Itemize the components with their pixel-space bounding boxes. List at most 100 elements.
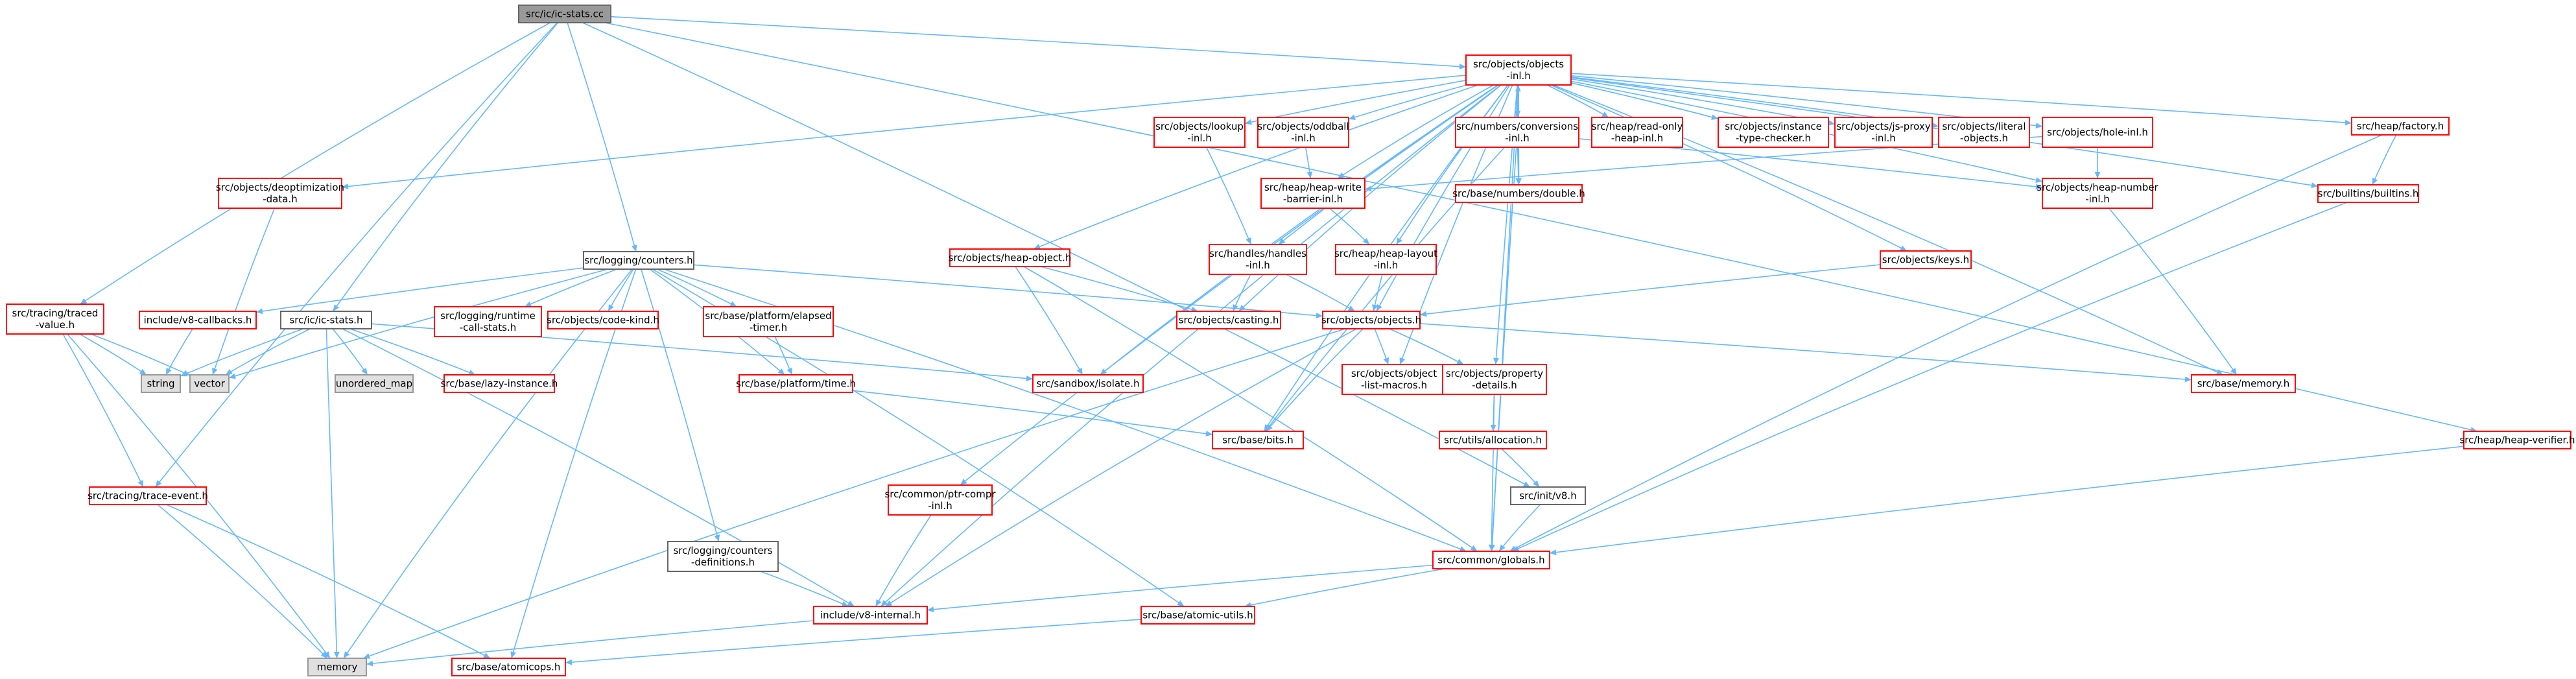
edge-deoptimization-data-to-vector <box>212 208 276 375</box>
node-label: src/common/ptr-compr <box>884 488 996 500</box>
node-box <box>813 606 928 625</box>
edge-logging-counters-to-objects-objects-h <box>693 264 1323 318</box>
node-common-ptr-compr-inl[interactable]: src/common/ptr-compr-inl.h <box>884 484 996 516</box>
edge-layer <box>62 16 2477 667</box>
edge-oddball-inl-to-heap-write-barrier-inl <box>1305 147 1313 179</box>
node-objects-lookup-inl[interactable]: src/objects/lookup-inl.h <box>1153 117 1246 148</box>
node-label: src/base/lazy-instance.h <box>441 378 558 390</box>
edge-init-v8-to-common-globals <box>1498 504 1541 552</box>
node-label: src/heap/factory.h <box>2357 121 2444 132</box>
node-vector[interactable]: vector <box>189 374 230 393</box>
edge-objects-inl-to-read-only-heap-inl <box>1546 84 1609 118</box>
node-objects-keys[interactable]: src/objects/keys.h <box>1880 250 1972 269</box>
node-label: src/objects/oddball <box>1257 121 1349 132</box>
node-hole-inl[interactable]: src/objects/hole-inl.h <box>2042 117 2153 148</box>
node-unordered-map[interactable]: unordered_map <box>335 374 414 393</box>
node-label: src/objects/property <box>1446 368 1543 379</box>
node-memory[interactable]: memory <box>307 658 367 676</box>
node-base-numbers-double[interactable]: src/base/numbers/double.h <box>1452 184 1585 203</box>
node-label: src/base/platform/elapsed <box>705 310 831 322</box>
node-objects-objects-h[interactable]: src/objects/objects.h <box>1321 311 1421 329</box>
node-read-only-heap-inl[interactable]: src/heap/read-only-heap-inl.h <box>1591 117 1683 148</box>
edge-base-platform-elapsed-timer-to-base-platform-time <box>774 336 793 375</box>
node-v8-internal[interactable]: include/v8-internal.h <box>813 606 928 625</box>
node-utils-allocation[interactable]: src/utils/allocation.h <box>1439 431 1547 449</box>
node-label: -value.h <box>36 319 75 331</box>
edge-ic-stats-h-to-string <box>180 328 304 377</box>
node-deoptimization-data[interactable]: src/objects/deoptimization-data.h <box>216 178 344 209</box>
edge-objects-inl-to-heap-object <box>1033 84 1478 250</box>
node-box <box>949 248 1070 267</box>
node-box <box>1322 311 1421 329</box>
node-object-list-macros[interactable]: src/objects/object-list-macros.h <box>1341 364 1447 395</box>
node-box <box>518 5 611 23</box>
node-tracing-trace-event[interactable]: src/tracing/trace-event.h <box>88 486 208 505</box>
node-ic-stats-cc[interactable]: src/ic/ic-stats.cc <box>518 5 611 23</box>
node-heap-factory[interactable]: src/heap/factory.h <box>2351 117 2450 136</box>
node-v8-callbacks[interactable]: include/v8-callbacks.h <box>139 311 257 329</box>
node-label: src/base/bits.h <box>1222 435 1293 446</box>
node-label: src/base/numbers/double.h <box>1452 188 1585 200</box>
node-box <box>583 251 694 270</box>
edge-objects-keys-to-objects-objects-h <box>1419 264 1881 317</box>
node-label: -call-stats.h <box>460 322 516 333</box>
node-heap-verifier[interactable]: src/heap/heap-verifier.h <box>2459 431 2575 449</box>
node-heap-object[interactable]: src/objects/heap-object.h <box>949 248 1072 267</box>
edge-logging-counters-to-vector <box>228 268 609 379</box>
node-heap-number-inl[interactable]: src/objects/heap-number-inl.h <box>2037 178 2159 209</box>
node-label: src/objects/heap-number <box>2037 182 2158 193</box>
node-label: string <box>147 378 174 390</box>
node-sandbox-isolate[interactable]: src/sandbox/isolate.h <box>1032 374 1144 393</box>
node-box <box>888 484 993 516</box>
node-objects-inl[interactable]: src/objects/objects-inl.h <box>1465 54 1572 86</box>
node-base-bits[interactable]: src/base/bits.h <box>1212 431 1304 449</box>
node-builtins-builtins[interactable]: src/builtins/builtins.h <box>2317 184 2419 203</box>
node-counters-definitions[interactable]: src/logging/counters-definitions.h <box>667 541 779 572</box>
edge-common-ptr-compr-inl-to-v8-internal <box>875 514 932 607</box>
node-ic-stats-h[interactable]: src/ic/ic-stats.h <box>280 311 372 329</box>
node-box <box>139 311 257 329</box>
edge-ic-stats-h-to-memory <box>325 328 340 659</box>
node-objects-casting[interactable]: src/objects/casting.h <box>1176 311 1281 329</box>
edge-numbers-conversions-inl-to-objects-inl <box>1515 84 1521 118</box>
edge-objects-inl-to-heap-write-barrier-inl <box>1337 84 1495 179</box>
node-base-memory[interactable]: src/base/memory.h <box>2191 374 2296 393</box>
node-heap-layout-inl[interactable]: src/heap/heap-layout-inl.h <box>1334 244 1437 275</box>
node-base-lazy-instance[interactable]: src/base/lazy-instance.h <box>441 374 558 393</box>
node-base-atomic-utils[interactable]: src/base/atomic-utils.h <box>1140 606 1255 625</box>
node-heap-write-barrier-inl[interactable]: src/heap/heap-write-barrier-inl.h <box>1260 178 1365 209</box>
node-box <box>1591 117 1683 148</box>
node-box <box>307 658 367 676</box>
node-box <box>1212 431 1304 449</box>
node-label: src/objects/heap-object.h <box>949 252 1072 264</box>
node-tracing-traced-value[interactable]: src/tracing/traced-value.h <box>6 304 104 335</box>
node-label: src/objects/hole-inl.h <box>2047 126 2148 138</box>
node-base-platform-time[interactable]: src/base/platform/time.h <box>736 374 856 393</box>
node-js-proxy-inl[interactable]: src/objects/js-proxy-inl.h <box>1834 117 1933 148</box>
node-base-platform-elapsed-timer[interactable]: src/base/platform/elapsed-timer.h <box>703 306 834 337</box>
node-oddball-inl[interactable]: src/objects/oddball-inl.h <box>1257 117 1349 148</box>
node-base-atomicops[interactable]: src/base/atomicops.h <box>451 658 566 676</box>
node-label: -heap-inl.h <box>1611 132 1663 144</box>
node-string[interactable]: string <box>141 374 181 393</box>
node-box <box>2042 178 2153 209</box>
node-init-v8[interactable]: src/init/v8.h <box>1510 486 1586 505</box>
node-numbers-conversions-inl[interactable]: src/numbers/conversions-inl.h <box>1455 117 1579 148</box>
node-objects-code-kind[interactable]: src/objects/code-kind.h <box>547 311 659 329</box>
edge-builtins-builtins-to-common-globals <box>1511 202 2348 552</box>
node-box <box>1341 364 1447 395</box>
node-logging-counters[interactable]: src/logging/counters.h <box>583 251 694 270</box>
node-literal-objects[interactable]: src/objects/literal-objects.h <box>1938 117 2030 148</box>
edge-objects-inl-to-oddball-inl <box>1348 84 1467 121</box>
node-handles-inl[interactable]: src/handles/handles-inl.h <box>1209 244 1307 275</box>
node-label: -inl.h <box>1871 132 1896 144</box>
node-logging-runtime-call-stats[interactable]: src/logging/runtime-call-stats.h <box>434 306 542 337</box>
node-common-globals[interactable]: src/common/globals.h <box>1432 551 1550 569</box>
edge-handles-inl-to-objects-casting <box>1232 274 1251 312</box>
node-instance-type-checker[interactable]: src/objects/instance-type-checker.h <box>1718 117 1829 148</box>
edge-ic-stats-h-to-vector <box>225 328 311 375</box>
edge-objects-inl-to-objects-keys <box>1550 84 1908 252</box>
node-box <box>547 311 659 329</box>
node-property-details[interactable]: src/objects/property-details.h <box>1442 364 1547 395</box>
